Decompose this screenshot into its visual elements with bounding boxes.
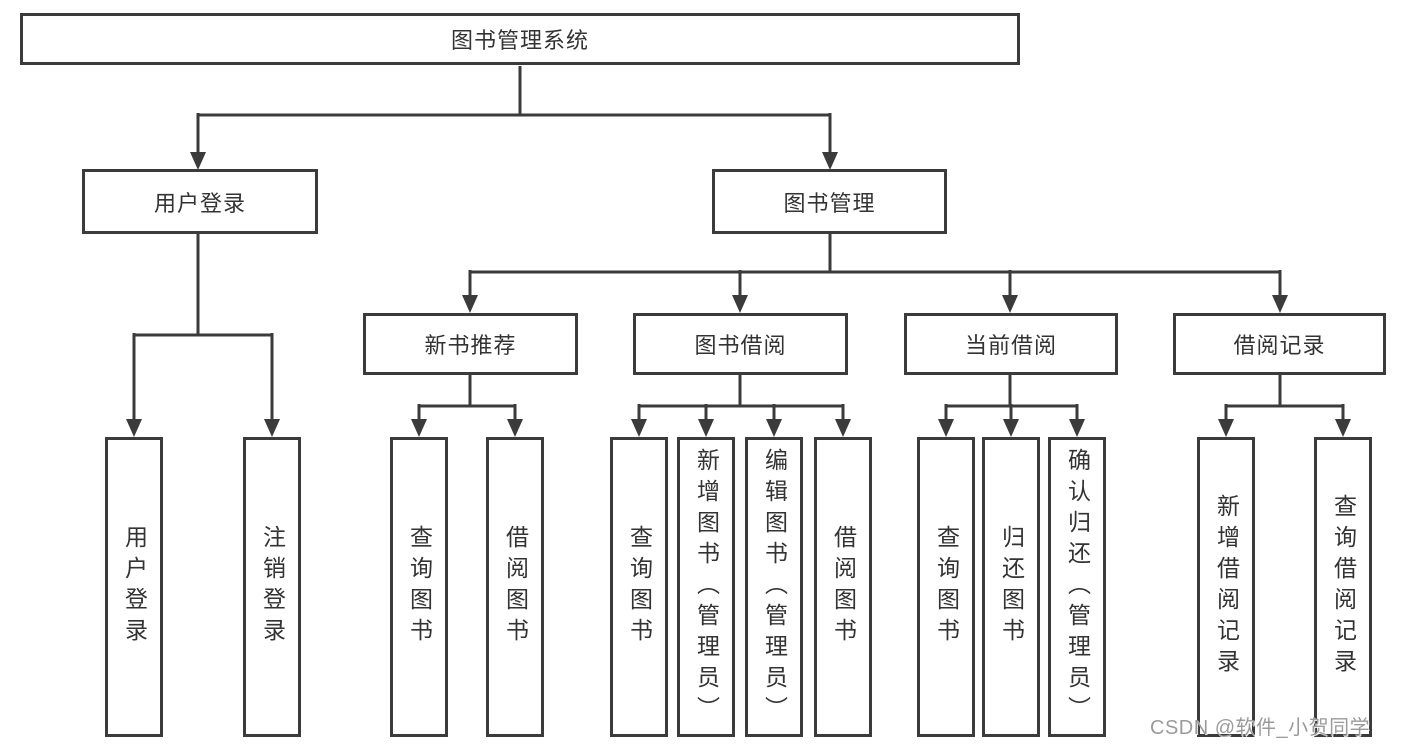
leaf-query-borrow-record-label: 查询借阅记录 xyxy=(1330,494,1357,680)
leaf-query-book-current: 查询图书 xyxy=(917,437,975,737)
leaf-query-borrow-record: 查询借阅记录 xyxy=(1314,437,1372,737)
leaf-borrow-book-recommend-label: 借阅图书 xyxy=(502,525,529,649)
leaf-add-book-admin: 新增图书（管理员） xyxy=(677,437,735,737)
leaf-query-book-borrow-label: 查询图书 xyxy=(626,525,653,649)
node-borrowing-records: 借阅记录 xyxy=(1173,313,1386,375)
leaf-add-book-admin-label: 新增图书（管理员） xyxy=(693,447,720,727)
leaf-logout-label: 注销登录 xyxy=(259,525,286,649)
node-book-borrowing-label: 图书借阅 xyxy=(694,333,787,358)
node-new-book-recommendation: 新书推荐 xyxy=(363,313,578,375)
node-user-login-label: 用户登录 xyxy=(153,190,246,216)
leaf-edit-book-admin-label: 编辑图书（管理员） xyxy=(761,447,788,727)
csdn-watermark: CSDN @软件_小贺同学 xyxy=(1150,717,1371,739)
leaf-add-borrow-record-label: 新增借阅记录 xyxy=(1213,494,1240,680)
node-current-borrowing: 当前借阅 xyxy=(904,313,1118,375)
leaf-query-book-recommend-label: 查询图书 xyxy=(406,525,433,649)
leaf-borrow-book-recommend: 借阅图书 xyxy=(486,437,544,737)
leaf-borrow-book-label: 借阅图书 xyxy=(830,525,857,649)
leaf-add-borrow-record: 新增借阅记录 xyxy=(1197,437,1255,737)
leaf-return-book-label: 归还图书 xyxy=(998,525,1025,649)
node-library-system: 图书管理系统 xyxy=(20,13,1020,65)
leaf-borrow-book: 借阅图书 xyxy=(814,437,872,737)
node-borrowing-records-label: 借阅记录 xyxy=(1233,333,1326,358)
leaf-edit-book-admin: 编辑图书（管理员） xyxy=(745,437,803,737)
node-new-book-recommendation-label: 新书推荐 xyxy=(424,333,517,358)
node-book-management: 图书管理 xyxy=(712,169,947,234)
leaf-logout: 注销登录 xyxy=(243,437,301,737)
leaf-query-book-current-label: 查询图书 xyxy=(933,525,960,649)
leaf-user-login: 用户登录 xyxy=(105,437,163,737)
leaf-user-login-label: 用户登录 xyxy=(121,525,148,649)
leaf-confirm-return-admin: 确认归还（管理员） xyxy=(1048,437,1106,737)
node-book-borrowing: 图书借阅 xyxy=(633,313,848,375)
node-book-management-label: 图书管理 xyxy=(783,190,876,216)
node-user-login: 用户登录 xyxy=(82,169,318,234)
node-current-borrowing-label: 当前借阅 xyxy=(964,333,1057,358)
node-library-system-label: 图书管理系统 xyxy=(450,28,589,53)
connector-stems xyxy=(132,66,1345,421)
leaf-confirm-return-admin-label: 确认归还（管理员） xyxy=(1064,447,1091,727)
leaf-query-book-recommend: 查询图书 xyxy=(390,437,448,737)
leaf-return-book: 归还图书 xyxy=(982,437,1040,737)
leaf-query-book-borrow: 查询图书 xyxy=(610,437,668,737)
